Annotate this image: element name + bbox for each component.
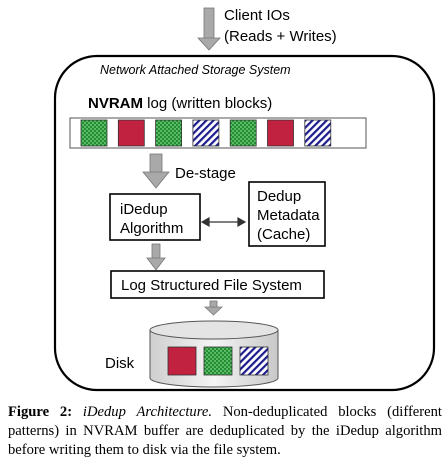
nvram-block-blue	[192, 119, 220, 147]
disk-label: Disk	[105, 355, 135, 372]
nvram-label-rest: log (written blocks)	[143, 95, 272, 112]
metadata-label-line1: Dedup	[257, 188, 301, 205]
client-io-label-line2: (Reads + Writes)	[224, 28, 337, 45]
disk-block-red	[167, 346, 197, 376]
nas-system-title: Network Attached Storage System	[100, 63, 291, 77]
disk-block-blue	[239, 346, 269, 376]
nvram-block-red	[117, 119, 145, 147]
idedup-label-line2: Algorithm	[120, 220, 183, 237]
to-lfs-arrow	[146, 243, 166, 271]
caption-label: Figure 2:	[8, 404, 73, 420]
metadata-label-line3: (Cache)	[257, 226, 310, 243]
nvram-log-strip	[69, 117, 367, 149]
nvram-block-red	[267, 119, 294, 147]
lfs-box	[110, 270, 325, 299]
disk-block-green	[203, 346, 233, 376]
idedup-algorithm-box	[109, 193, 201, 241]
metadata-label-line2: Metadata	[257, 207, 320, 224]
nvram-label: NVRAM log (written blocks)	[88, 95, 272, 112]
idedup-architecture-diagram: Client IOs (Reads + Writes) Network Atta…	[53, 7, 436, 392]
to-disk-arrow	[203, 300, 224, 316]
nvram-block-green	[155, 119, 183, 147]
figure-caption: Figure 2: iDedup Architecture. Non-dedup…	[8, 403, 442, 460]
destage-arrow	[142, 153, 170, 189]
nvram-block-blue	[304, 119, 332, 147]
idedup-label-line1: iDedup	[120, 201, 168, 218]
caption-title: iDedup Architecture.	[82, 404, 212, 420]
nvram-block-green	[80, 119, 108, 147]
lfs-label: Log Structured File System	[121, 277, 302, 294]
caption-text: Non-deduplicated blocks (different patte…	[8, 404, 442, 458]
client-io-label-line1: Client IOs	[224, 7, 290, 24]
nvram-label-bold: NVRAM	[88, 95, 143, 112]
dedup-metadata-box	[248, 181, 326, 247]
destage-label: De-stage	[175, 165, 236, 182]
bidirectional-arrow	[200, 216, 247, 228]
disk-cylinder	[149, 320, 279, 388]
nvram-block-green	[229, 119, 257, 147]
nas-system-box	[53, 54, 436, 392]
client-io-arrow	[197, 7, 221, 51]
